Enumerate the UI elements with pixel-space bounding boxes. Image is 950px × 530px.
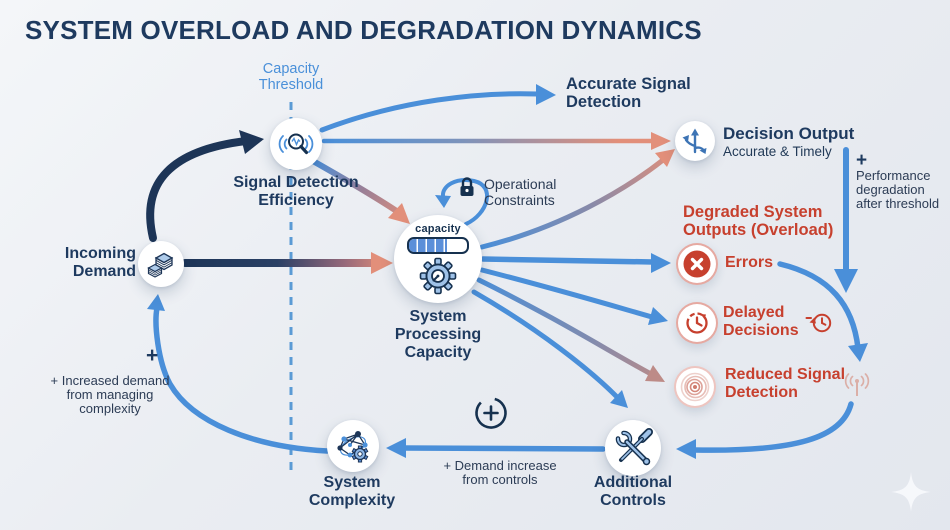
errors-label: Errors <box>725 254 774 271</box>
network-gear-icon <box>337 431 369 463</box>
capacity-meter-bar <box>407 236 469 254</box>
system-processing-capacity-label: System Processing Capacity <box>394 308 482 361</box>
arrow-signal-to-processing <box>310 158 410 224</box>
error-x-icon <box>683 250 711 278</box>
accurate-signal-detection-label: Accurate Signal Detection <box>566 75 691 112</box>
node-delayed-decisions <box>676 302 718 344</box>
incoming-demand-label: Incoming Demand <box>64 245 136 280</box>
reduced-signal-label: Reduced Signal Detection <box>725 366 846 402</box>
radar-spiral-icon <box>680 372 710 402</box>
increased-demand-label: + Increased demand from managing complex… <box>50 373 170 417</box>
arrow-processing-to-errors <box>480 253 671 273</box>
plus-circle-icon <box>475 397 507 429</box>
arrow-operational-constraints-loop <box>435 178 489 226</box>
antenna-icon <box>844 373 870 396</box>
node-reduced-signal <box>674 366 716 408</box>
decision-output-sublabel: Accurate & Timely <box>723 144 832 159</box>
arrow-performance-degradation <box>834 147 858 293</box>
arrow-controls-to-complexity <box>386 438 606 458</box>
node-decision-output <box>675 121 715 161</box>
demand-increase-label: + Demand increase from controls <box>443 458 557 488</box>
performance-degradation-label: Performance degradation after threshold <box>856 168 940 212</box>
node-incoming-demand <box>138 241 184 287</box>
arrow-processing-to-decision <box>479 149 675 250</box>
arrow-incoming-to-processing <box>181 252 393 274</box>
node-errors <box>676 243 718 285</box>
delayed-decisions-label: Delayed Decisions <box>723 304 799 340</box>
history-clock-icon <box>805 313 832 333</box>
signal-detection-label: Signal Detection Efficiency <box>233 174 359 209</box>
branching-arrows-icon <box>682 128 707 154</box>
arrow-processing-to-delayed <box>479 267 668 325</box>
decision-output-label: Decision Output <box>723 124 855 143</box>
arrow-signal-to-accurate <box>319 84 556 133</box>
performance-plus-sign: + <box>856 150 868 171</box>
demand-stack-icon <box>147 252 174 278</box>
operational-constraints: Operational Constraints <box>456 176 556 208</box>
arrow-incoming-to-signal-detection <box>146 130 264 242</box>
arrow-processing-to-controls <box>471 289 628 408</box>
lock-icon <box>460 177 474 196</box>
clock-icon <box>686 312 708 334</box>
arrow-errors-to-overload <box>777 261 868 362</box>
capacity-meter-label: capacity <box>415 222 461 235</box>
sparkle-icon <box>891 472 931 512</box>
additional-controls-label: Additional Controls <box>593 474 673 509</box>
arrow-signal-to-decision <box>321 132 671 150</box>
arrow-processing-to-reduced <box>476 277 665 382</box>
increased-demand-plus-sign: + <box>146 344 159 367</box>
system-complexity-label: System Complexity <box>308 474 396 509</box>
capacity-threshold-label: Capacity Threshold <box>258 61 324 94</box>
node-system-complexity <box>327 420 379 472</box>
degraded-outputs-header: Degraded System Outputs (Overload) <box>683 203 834 240</box>
node-system-processing-capacity: capacity <box>394 215 482 303</box>
arrow-complexity-to-incoming <box>147 294 330 454</box>
arrow-overload-to-controls <box>676 401 854 459</box>
gear-gauge-icon <box>419 257 457 294</box>
node-signal-detection <box>270 118 322 170</box>
operational-constraints-label: Operational Constraints <box>484 176 557 209</box>
node-additional-controls <box>605 420 661 476</box>
capacity-meter-fill <box>409 238 447 252</box>
tools-icon <box>615 428 653 466</box>
page-title: SYSTEM OVERLOAD AND DEGRADATION DYNAMICS <box>25 15 702 45</box>
magnifier-signal-icon <box>278 133 314 155</box>
